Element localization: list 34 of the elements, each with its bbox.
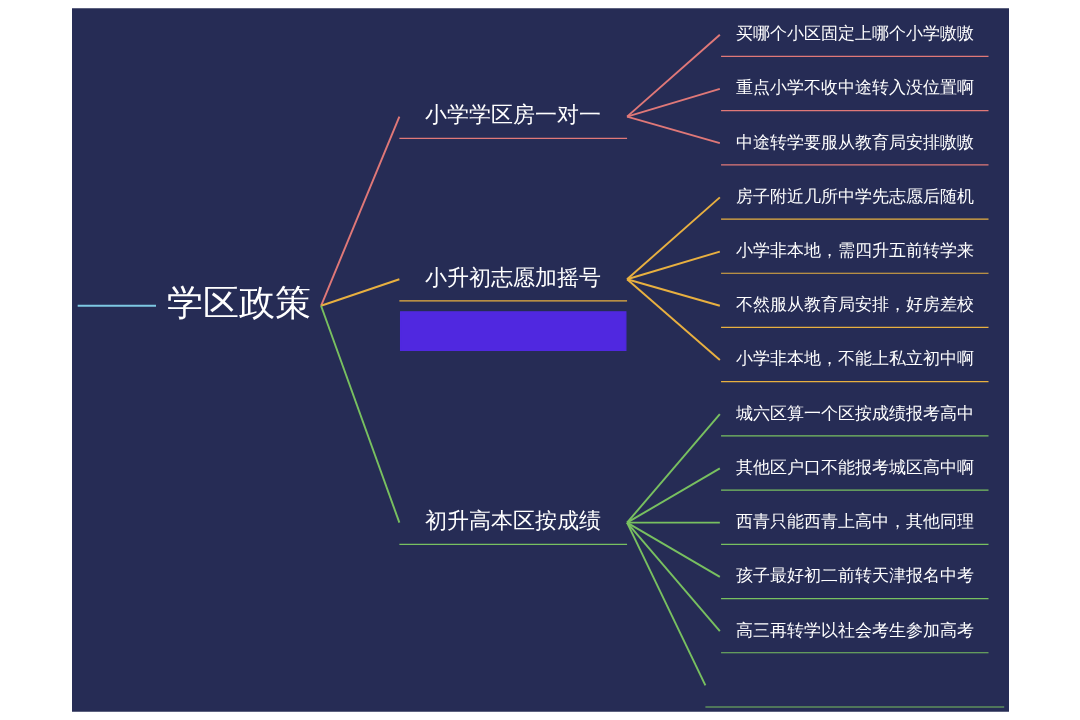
node-text: 高三再转学以社会考生参加高考 [735, 619, 974, 640]
node-text: 小学学区房一对一 [424, 102, 601, 127]
node-text: 不然服从教育局安排，好房差校 [735, 294, 974, 315]
node-text: 重点小学不收中途转入没位置啊 [735, 77, 974, 98]
connector [625, 521, 706, 687]
node-text: 城六区算一个区按成绩报考高中 [735, 402, 974, 423]
node-text: 中途转学要服从教育局安排嗷嗷 [735, 131, 974, 152]
connector [319, 278, 400, 307]
node-text: 西青只能西青上高中，其他同理 [735, 511, 974, 532]
connector [625, 115, 721, 145]
connector [625, 33, 721, 118]
node-text: 小升初志愿加摇号 [424, 265, 601, 290]
node-text: 其他区户口不能报考城区高中啊 [735, 456, 974, 477]
node-bar [704, 706, 1005, 708]
node-text: 学区政策 [166, 280, 311, 324]
connector [319, 304, 400, 524]
node-box [399, 311, 626, 351]
connector [625, 196, 721, 281]
connector [625, 250, 721, 281]
connector [625, 521, 721, 633]
connector [625, 278, 721, 307]
connector [319, 115, 400, 307]
connector [625, 278, 721, 361]
node-text: 买哪个小区固定上哪个小学嗷嗷 [735, 23, 974, 44]
node-text: 小学非本地，不能上私立初中啊 [735, 348, 974, 369]
node-text: 初升高本区按成绩 [424, 508, 601, 533]
node-text: 孩子最好初二前转天津报名中考 [735, 565, 974, 586]
node-text: 小学非本地，需四升五前转学来 [735, 240, 974, 261]
node-text: 房子附近几所中学先志愿后随机 [735, 185, 974, 206]
connector [625, 467, 721, 524]
connector [76, 304, 157, 307]
connector [625, 413, 721, 524]
connector [625, 521, 721, 578]
connector [625, 87, 721, 118]
